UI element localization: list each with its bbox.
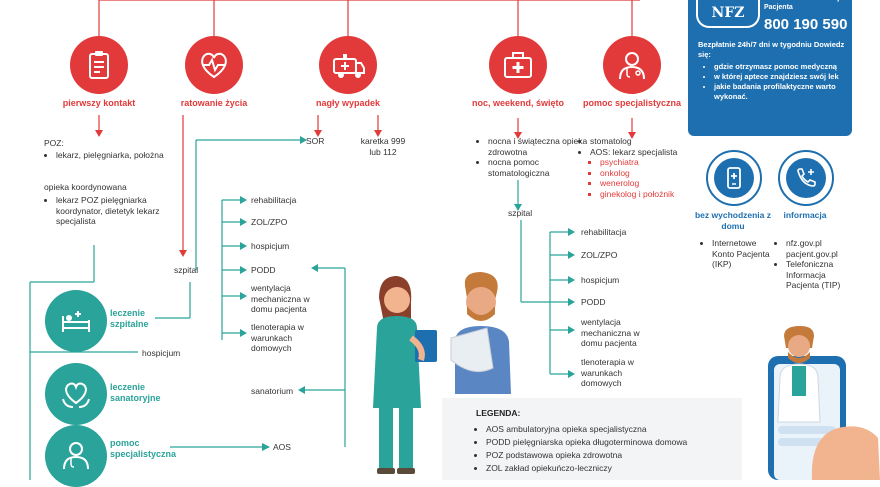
right-szpital-label: szpital	[508, 208, 533, 218]
left-flow-item: hospicjum	[251, 241, 290, 251]
poz-list: lekarz, pielęgniarka, położna	[44, 150, 164, 161]
night-item: nocna i świąteczna opieka zdrowotna	[488, 136, 596, 157]
remote-title: bez wychodzenia z domu	[694, 210, 772, 231]
poz-label: POZ:	[44, 138, 64, 148]
nfz-item: jakie badania profilaktyczne warto wykon…	[714, 82, 844, 102]
category-label-night: noc, weekend, święto	[471, 98, 565, 108]
aos-label: AOS	[273, 442, 291, 452]
right-flow-item: PODD	[581, 297, 606, 307]
blue-circle-inner	[786, 158, 826, 198]
sor-label: SOR	[306, 136, 325, 146]
specialist-sub-item: psychiatra	[600, 157, 690, 168]
nfz-intro: Bezpłatnie 24h/7 dni w tygodniu Dowiedz …	[698, 40, 845, 59]
category-label-life-saving: ratowanie życia	[180, 98, 248, 108]
specialist-item: AOS: lekarz specjalista	[590, 147, 690, 158]
legend-box: LEGENDA: AOS ambulatoryjna opieka specja…	[442, 398, 742, 480]
teal-label-hospital: leczenie szpitalne	[110, 308, 149, 329]
night-list: nocna i świąteczna opieka zdrowotna nocn…	[476, 136, 596, 178]
teal-label-specialist: pomoc specjalistyczna	[110, 438, 177, 459]
legend-item: PODD pielęgniarska opieka długoterminowa…	[486, 436, 687, 449]
sanatorium-label: sanatorium	[251, 386, 294, 396]
teal-circle-hospital	[45, 290, 107, 352]
left-flow-item: tlenoterapia w warunkach domowych	[251, 322, 304, 353]
info-item: Telefoniczna Informacja Pacjenta (TIP)	[786, 259, 852, 291]
heartbeat-icon	[201, 52, 227, 79]
category-label-specialist: pomoc specjalistyczna	[582, 98, 682, 108]
nfz-logo: NFZ	[696, 0, 760, 28]
nfz-tagline: Telefoniczna Informacja Pacjenta	[764, 0, 843, 11]
poz-item: lekarz, pielęgniarka, położna	[56, 150, 164, 161]
category-circle-life-saving	[185, 36, 243, 94]
night-item: nocna pomoc stomatologiczna	[488, 157, 596, 178]
category-circle-accident	[319, 36, 377, 94]
teal-circle-sanatorium	[45, 363, 107, 425]
left-flow-item: rehabilitacja	[251, 195, 297, 205]
teal-label-sanatorium: leczenie sanatoryjne	[110, 382, 161, 403]
info-title: informacja	[783, 210, 827, 220]
hospicjum-left-label: hospicjum	[142, 348, 181, 358]
right-flow-item: ZOL/ZPO	[581, 250, 618, 260]
koordynowana-label: opieka koordynowana	[44, 182, 127, 192]
left-flow-item: wentylacja mechaniczna w domu pacjenta	[251, 283, 310, 314]
right-flow-item: hospicjum	[581, 275, 620, 285]
blue-circle-inner	[714, 158, 754, 198]
blue-circle-info	[778, 150, 834, 206]
legend-item: AOS ambulatoryjna opieka specjalistyczna	[486, 423, 687, 436]
nfz-phone[interactable]: 800 190 590	[764, 16, 848, 33]
nfz-list: gdzie otrzymasz pomoc medyczną w której …	[702, 62, 844, 102]
nfz-info-box: NFZ Telefoniczna Informacja Pacjenta 800…	[688, 0, 852, 136]
specialist-item: stomatolog	[590, 136, 690, 147]
doctor-icon	[619, 52, 645, 80]
phone-doctor-illustration	[768, 326, 880, 480]
legend-item: POZ podstawowa opieka zdrowotna	[486, 449, 687, 462]
category-label-accident: nagły wypadek	[315, 98, 381, 108]
specialist-sub-item: onkolog	[600, 168, 690, 179]
category-circle-first-contact	[70, 36, 128, 94]
blue-circle-remote	[706, 150, 762, 206]
category-label-first-contact: pierwszy kontakt	[62, 98, 136, 108]
nfz-item: gdzie otrzymasz pomoc medyczną	[714, 62, 844, 72]
left-flow-item: PODD	[251, 265, 276, 275]
koordynowana-list: lekarz POZ pielęgniarka koordynator, die…	[44, 195, 172, 227]
karetka-label: karetka 999 lub 112	[360, 136, 406, 157]
nfz-item: w której aptece znajdziesz swój lek	[714, 72, 844, 82]
right-flow-item: wentylacja mechaniczna w domu pacjenta	[581, 317, 640, 348]
doctor-avatar	[777, 326, 821, 423]
hospital-bed-icon	[62, 311, 90, 332]
category-circle-night	[489, 36, 547, 94]
left-flow-item: ZOL/ZPO	[251, 217, 288, 227]
specialist-sub-item: ginekolog i położnik	[600, 189, 690, 200]
specialist-sub-item: wenerolog	[600, 178, 690, 189]
first-aid-kit-icon	[504, 52, 532, 78]
legend-list: AOS ambulatoryjna opieka specjalistyczna…	[476, 423, 687, 475]
info-item[interactable]: nfz.gov.pl pacjent.gov.pl	[786, 238, 852, 259]
heart-hands-icon	[62, 382, 90, 408]
phone-plus-icon	[797, 168, 816, 187]
smartphone-icon	[727, 167, 741, 189]
koordynowana-item: lekarz POZ pielęgniarka koordynator, die…	[56, 195, 172, 227]
info-list: nfz.gov.pl pacjent.gov.pl Telefoniczna I…	[774, 238, 852, 291]
category-circle-specialist	[603, 36, 661, 94]
legend-item: ZOL zakład opiekuńczo-leczniczy	[486, 462, 687, 475]
clipboard-icon	[89, 51, 109, 79]
specialist-list: stomatolog AOS: lekarz specjalista psych…	[578, 136, 690, 199]
ambulance-icon	[333, 54, 365, 78]
remote-list: Internetowe Konto Pacjenta (IKP)	[700, 238, 772, 270]
patient-figure	[450, 272, 511, 394]
hand	[811, 426, 880, 480]
teal-circle-specialist	[45, 425, 107, 487]
legend-title: LEGENDA:	[476, 408, 521, 418]
nurse-figure	[373, 276, 437, 474]
nurse-patient-illustration	[373, 272, 511, 474]
right-flow-item: tlenoterapia w warunkach domowych	[581, 357, 634, 388]
doctor-icon	[63, 442, 89, 470]
remote-item: Internetowe Konto Pacjenta (IKP)	[712, 238, 772, 270]
left-szpital-label: szpital	[174, 265, 199, 275]
right-flow-item: rehabilitacja	[581, 227, 627, 237]
